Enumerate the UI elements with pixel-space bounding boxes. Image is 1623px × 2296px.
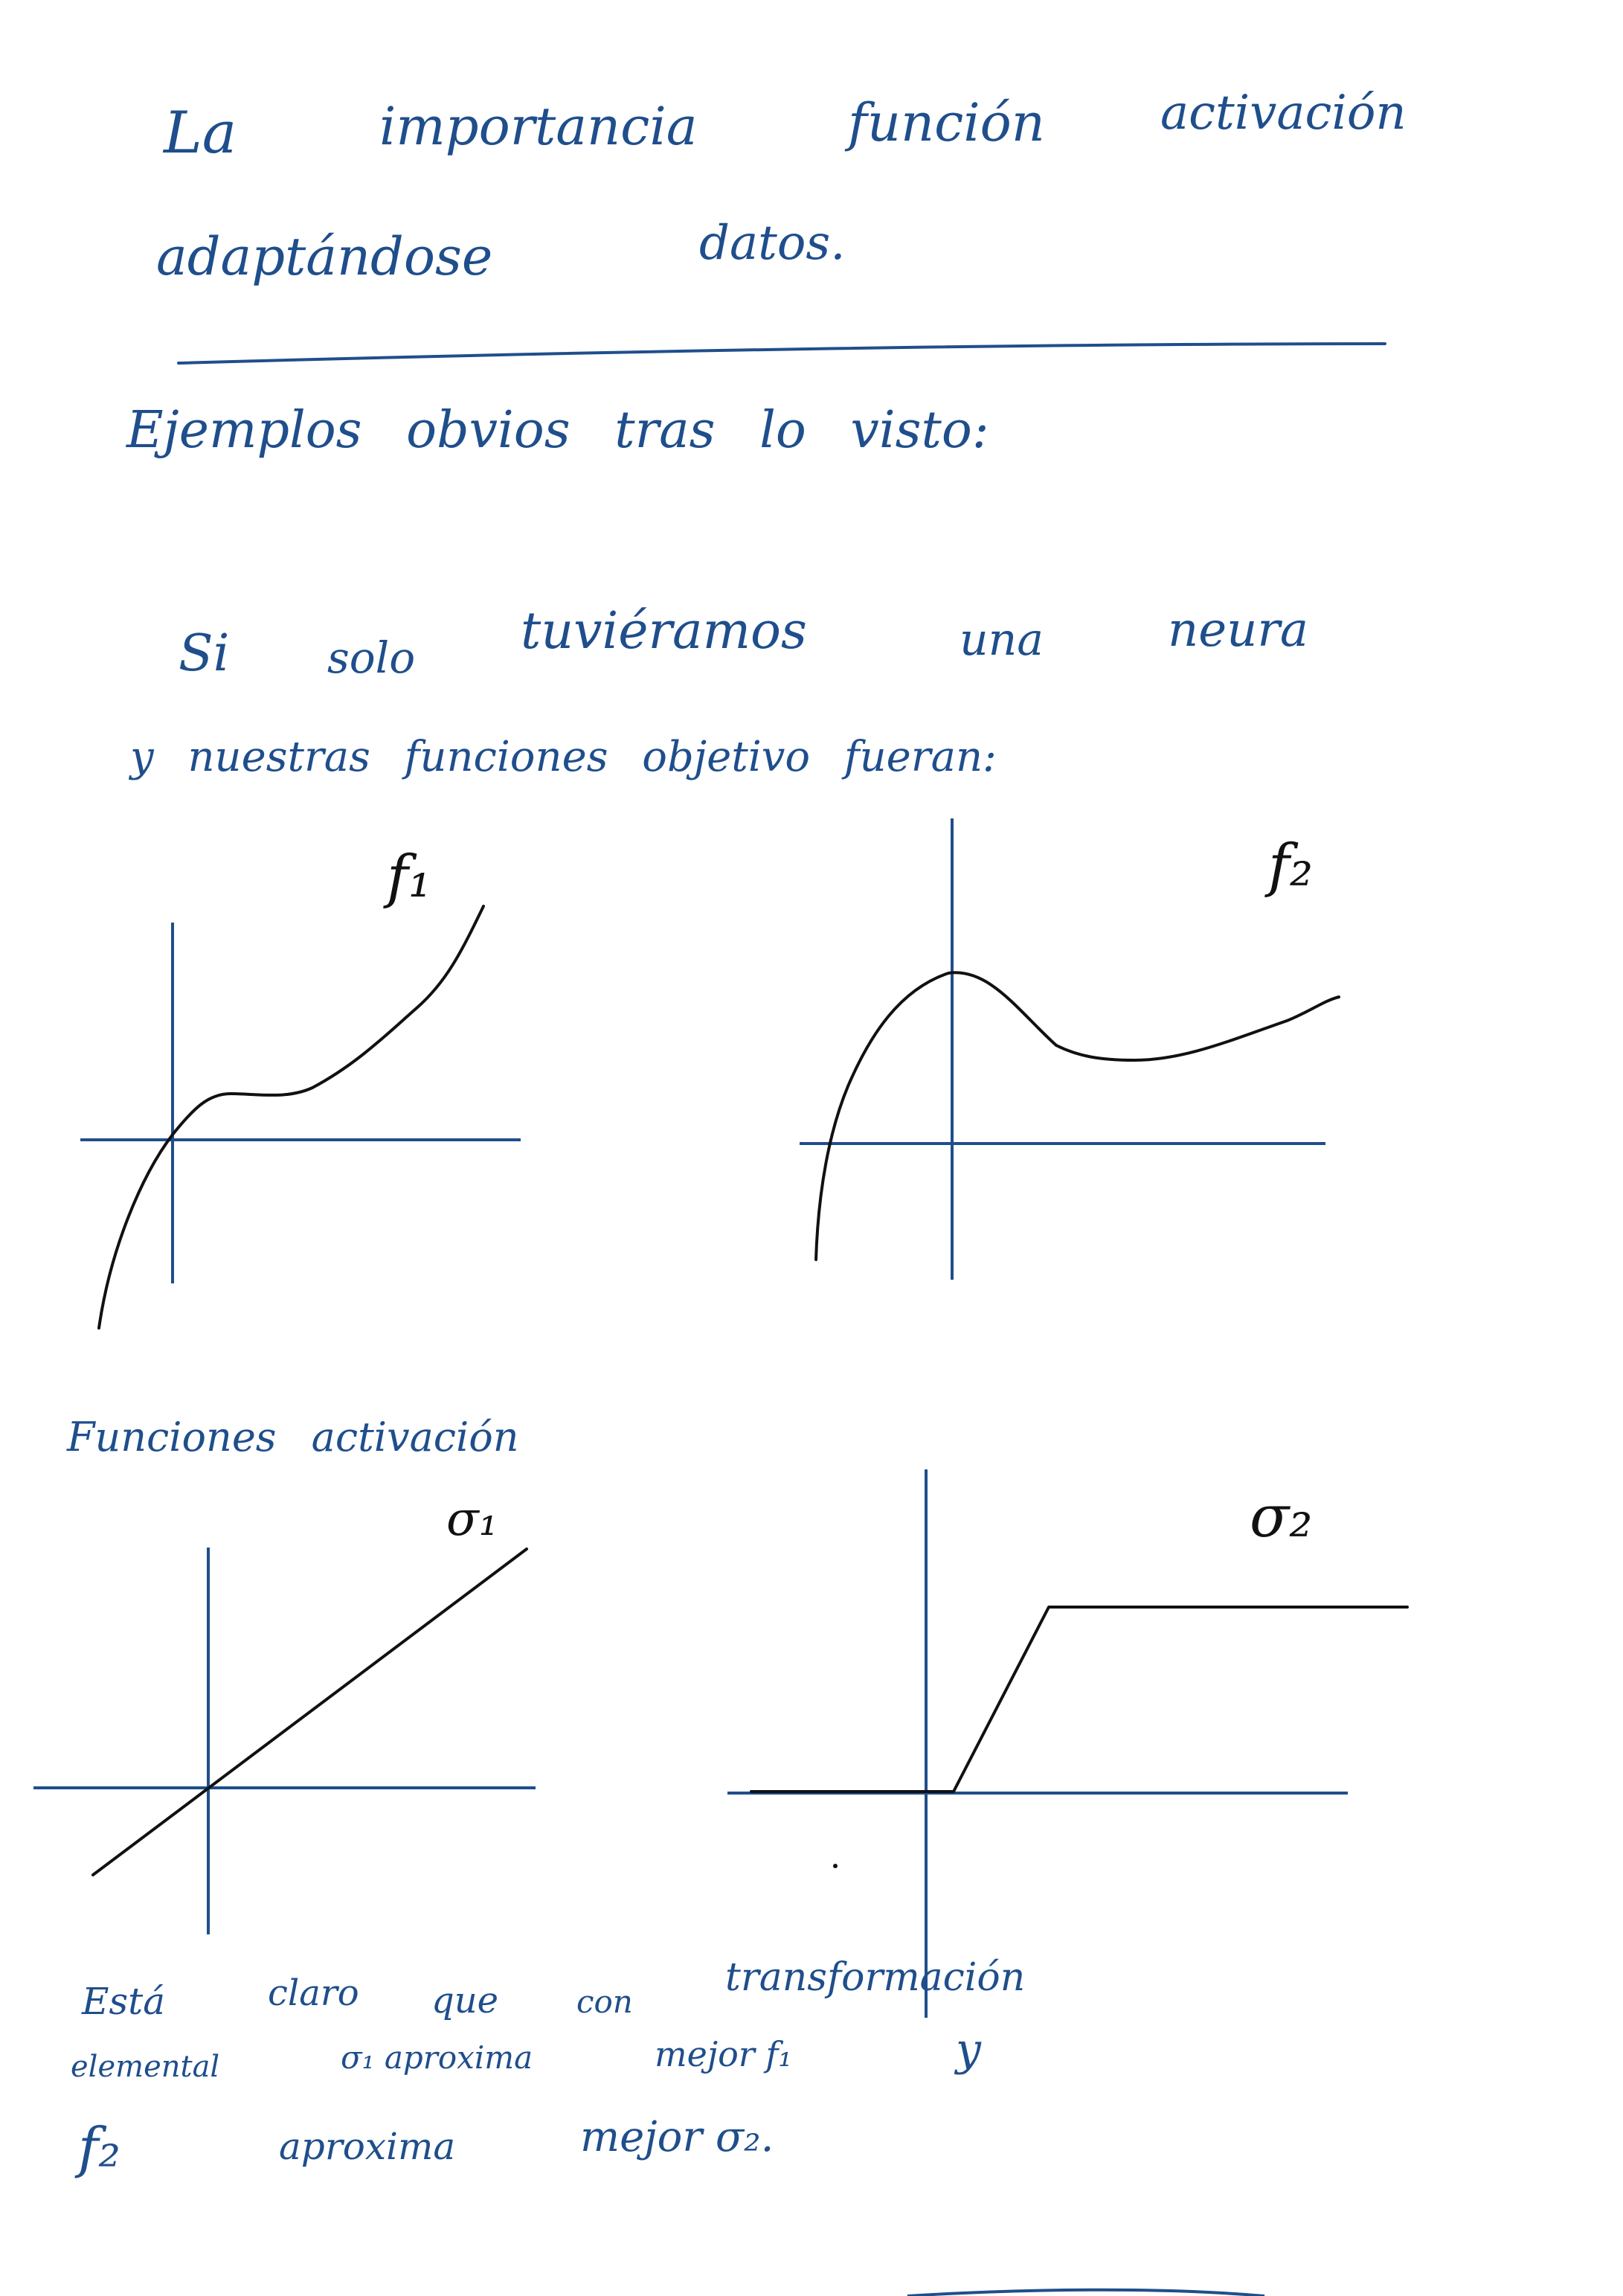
f1-curve (97, 905, 485, 1330)
conclusion-word-y: y (956, 2024, 981, 2076)
conclusion-word-aproxima: aproxima (279, 2125, 456, 2168)
title-word-importancia: importancia (379, 96, 698, 157)
conclusion-word-elemental: elemental (71, 2050, 220, 2084)
conclusion-word-sigma1-aproxima: σ₁ aproxima (341, 2039, 533, 2076)
conclusion-word-que: que (431, 1980, 499, 2021)
conclusion-word-f2: f₂ (78, 2116, 121, 2180)
conclusion-word-con: con (576, 1984, 633, 2020)
title-word-funcion: función (848, 92, 1045, 153)
conclusion-word-esta: Está (82, 1980, 166, 2023)
conclusion-word-claro: claro (268, 1972, 359, 2014)
sigma2-curve (750, 1606, 1409, 1793)
stray-dot (833, 1864, 838, 1868)
premise-word-una: una (960, 614, 1044, 666)
title-word-activacion: activación (1160, 86, 1407, 141)
f1-label: f₁ (387, 844, 432, 911)
f2-curve (814, 971, 1340, 1261)
premise-word-tuvieramos: tuviéramos (521, 602, 807, 661)
title-word-adaptandose: adaptándose (156, 226, 493, 287)
conclusion-word-transformacion: transformación (725, 1955, 1026, 2000)
title-word-datos: datos. (699, 216, 846, 271)
premise-line-2: y nuestras funciones objetivo fueran: (130, 733, 997, 781)
premise-word-neura: neura (1168, 603, 1309, 658)
conclusion-word-mejor-f1: mejor f₁ (655, 2034, 792, 2074)
activation-heading: Funciones activación (67, 1414, 519, 1460)
premise-word-si: Si (179, 624, 230, 683)
sigma1-label: σ₁ (446, 1492, 498, 1547)
premise-word-solo: solo (327, 632, 416, 683)
conclusion-word-mejor-sigma2: mejor σ₂. (580, 2113, 774, 2161)
sigma1-curve (91, 1548, 528, 1876)
f2-label: f₂ (1268, 833, 1314, 900)
intro-text: Ejemplos obvios tras lo visto: (126, 401, 989, 460)
sigma2-label: σ₂ (1250, 1484, 1313, 1551)
title-word-la: La (164, 100, 237, 167)
